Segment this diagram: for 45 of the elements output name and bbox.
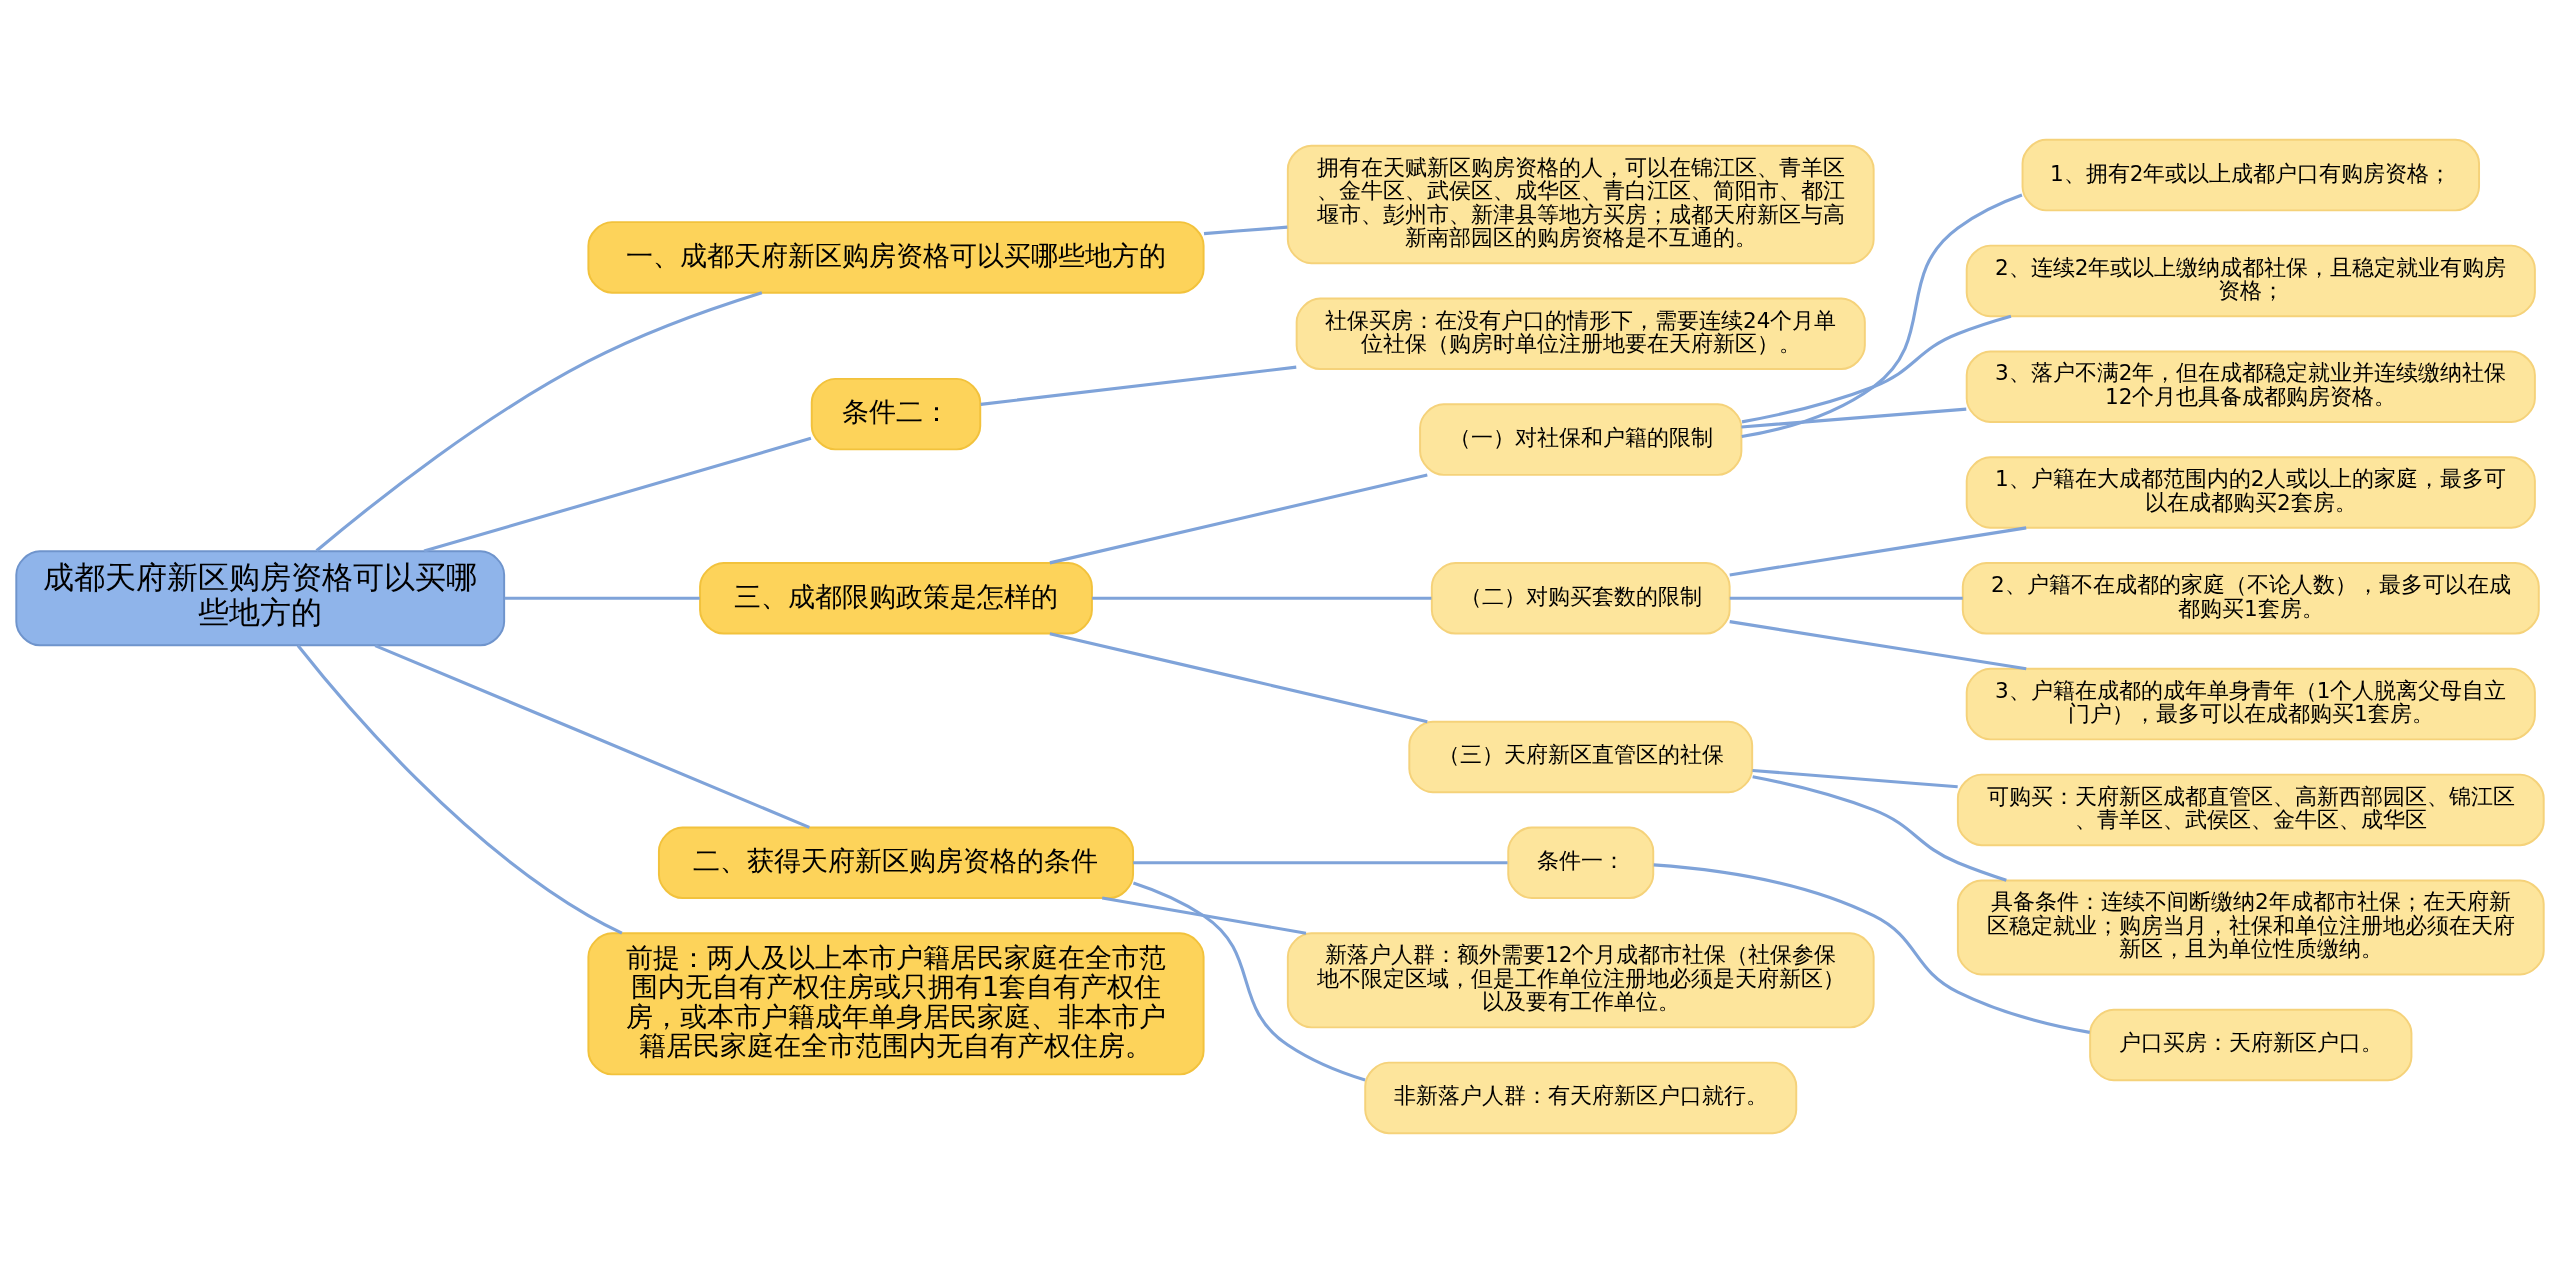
node-box: 社保买房：在没有户口的情形下，需要连续24个月单位社保（购房时单位注册地要在天府新区）。 bbox=[1295, 297, 1866, 370]
node-box: 1、户籍在大成都范围内的2人或以上的家庭，最多可以在成都购买2套房。 bbox=[1965, 455, 2536, 529]
connector bbox=[1729, 619, 2027, 670]
connector bbox=[1741, 193, 2023, 438]
node-box: 3、落户不满2年，但在成都稳定就业并连续缴纳社保12个月也具备成都购房资格。 bbox=[1965, 349, 2536, 423]
node-box: 2、连续2年或以上缴纳成都社保，且稳定就业有购房资格； bbox=[1965, 244, 2536, 317]
connector bbox=[1741, 407, 1967, 429]
connector bbox=[1133, 860, 1508, 864]
connector bbox=[1653, 862, 2091, 1034]
node-box: 户口买房：天府新区户口。 bbox=[2089, 1008, 2413, 1081]
connector bbox=[423, 436, 812, 553]
connector bbox=[1049, 631, 1428, 723]
connector bbox=[1049, 472, 1428, 564]
node-box: 1、拥有2年或以上成都户口有购房资格； bbox=[2021, 138, 2480, 211]
node-box: 具备条件：连续不间断缴纳2年成都市社保；在天府新区稳定就业；购房当月，社保和单位注册地必须在天府新区，且为单位性质缴纳。 bbox=[1956, 878, 2545, 975]
connector bbox=[1729, 525, 2027, 576]
node-box: （一）对社保和户籍的限制 bbox=[1419, 402, 1743, 476]
node-box: 非新落户人群：有天府新区户口就行。 bbox=[1364, 1061, 1798, 1134]
connector bbox=[1752, 774, 2007, 882]
connector bbox=[374, 643, 810, 829]
connector bbox=[1741, 314, 2012, 423]
node-box: 条件二： bbox=[810, 377, 982, 450]
connector bbox=[504, 596, 700, 600]
connector bbox=[1101, 896, 1307, 935]
node-box: 一、成都天府新区购房资格可以买哪些地方的 bbox=[587, 220, 1205, 294]
node-box: 拥有在天赋新区购房资格的人，可以在锦江区、青羊区、金牛区、武侯区、成华区、青白江区、简阳市、都江堰市、彭州市、新津县等地方买房；成都天府新区与高新南部园区的购房资格是不互通的。 bbox=[1286, 144, 1875, 264]
node-box: （三）天府新区直管区的社保 bbox=[1408, 720, 1754, 793]
node-box: （二）对购买套数的限制 bbox=[1430, 561, 1731, 635]
connector bbox=[1752, 768, 1958, 788]
connector bbox=[1203, 225, 1288, 235]
node-box: 二、获得天府新区购房资格的条件 bbox=[657, 826, 1135, 899]
node-box: 新落户人群：额外需要12个月成都市社保（社保参保地不限定区域，但是工作单位注册地必须是天府新区）以及要有工作单位。 bbox=[1286, 931, 1875, 1028]
connector bbox=[1729, 596, 1963, 600]
node-box: 2、户籍不在成都的家庭（不论人数），最多可以在成都购买1套房。 bbox=[1961, 561, 2540, 635]
node-box: 3、户籍在成都的成年单身青年（1个人脱离父母自立门户），最多可以在成都购买1套房。 bbox=[1965, 667, 2536, 740]
node-box: 可购买：天府新区成都直管区、高新西部园区、锦江区、青羊区、武侯区、金牛区、成华区 bbox=[1956, 773, 2545, 846]
node-box: 成都天府新区购房资格可以买哪些地方的 bbox=[15, 549, 506, 646]
node-box: 条件一： bbox=[1507, 826, 1655, 899]
connector bbox=[315, 290, 763, 552]
node-box: 前提：两人及以上本市户籍居民家庭在全市范围内无自有产权住房或只拥有1套自有产权住房，或本市户籍成年单身居民家庭、非本市户籍居民家庭在全市范围内无自有产权住房。 bbox=[587, 931, 1205, 1075]
connector bbox=[296, 644, 623, 935]
connector bbox=[1092, 596, 1432, 600]
connector bbox=[1132, 880, 1366, 1081]
connector bbox=[980, 365, 1297, 406]
node-box: 三、成都限购政策是怎样的 bbox=[699, 561, 1093, 635]
